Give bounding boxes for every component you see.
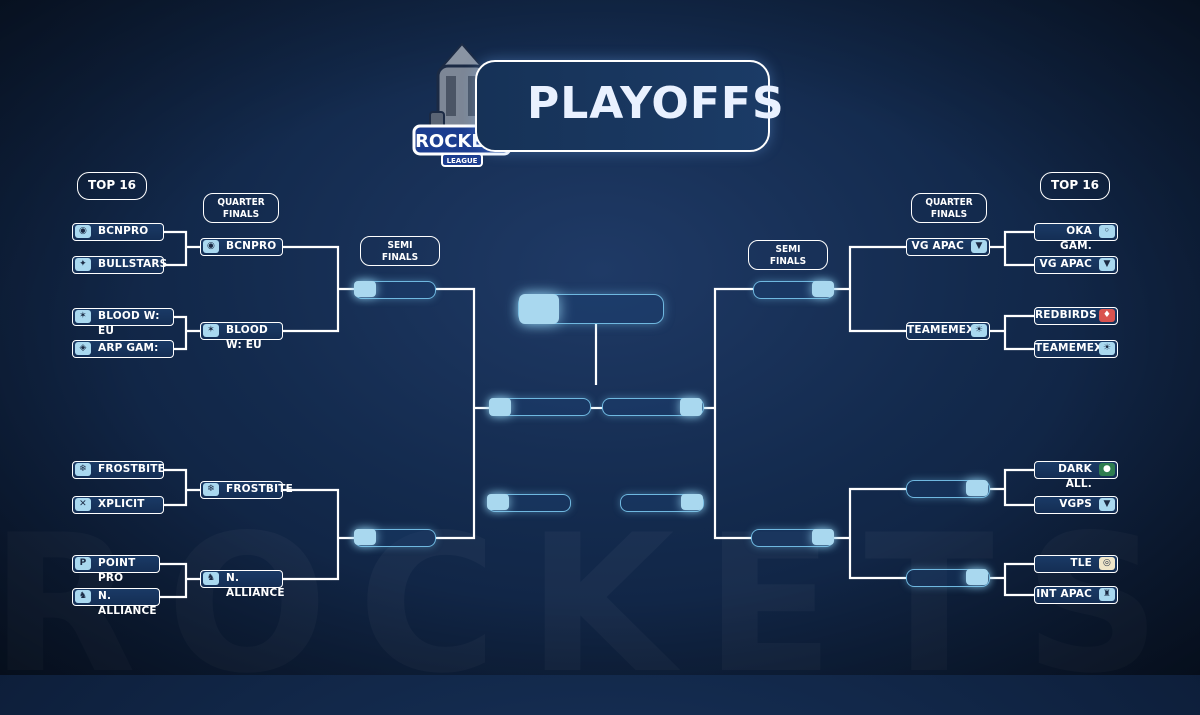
team-slot-left-top16-6[interactable]: ✕ XPLICIT [72, 496, 164, 514]
label-top16-left: TOP 16 [77, 172, 147, 200]
team-slot-left-top16-3[interactable]: ✶ BLOOD W: EU [72, 308, 174, 337]
team-slot-right-top16-2[interactable]: VG APAC ▼ [1034, 256, 1118, 274]
label-quarter-right: QUARTER FINALS [911, 193, 987, 223]
team-logo-icon: ✶ [75, 310, 91, 323]
team-name: DARK ALL. [1058, 463, 1092, 490]
empty-slot-final-right-logo [680, 398, 702, 416]
team-name: POINT PRO [98, 557, 136, 584]
label-semi-right-line1: SEMI [775, 244, 801, 255]
team-logo-icon: ◈ [75, 342, 91, 355]
team-name: TLE [1070, 557, 1092, 569]
team-slot-left-quarter-4[interactable]: ♞ N. ALLIANCE [200, 570, 285, 599]
team-logo-icon: ♞ [75, 590, 91, 603]
logo-subtext: LEAGUE [447, 157, 478, 165]
label-semi-left: SEMI FINALS [360, 236, 440, 266]
team-logo-icon: ✶ [203, 324, 219, 337]
empty-slot-left-semi-2-logo [354, 529, 376, 545]
empty-slot-left-semi-1-logo [354, 281, 376, 297]
team-name: BULLSTARS [98, 258, 168, 270]
empty-slot-right-semi-2-logo [812, 529, 834, 545]
team-logo-icon: ♦ [1099, 309, 1115, 322]
team-name: VG APAC [1039, 258, 1092, 270]
team-name: TEAMEMEX [907, 324, 975, 336]
team-logo-icon: ♞ [203, 572, 219, 585]
team-logo-icon: ❄ [75, 463, 91, 476]
team-name: OKA GAM. [1060, 225, 1092, 252]
title-box [475, 60, 770, 152]
team-name: XPLICIT [98, 498, 145, 510]
page-title: PLAYOFFS [527, 78, 785, 129]
team-slot-right-top16-1[interactable]: OKA GAM. ◦ [1034, 223, 1118, 252]
label-quarter-right-line2: FINALS [930, 209, 968, 220]
team-logo-icon: ◦ [1099, 225, 1115, 238]
label-quarter-left: QUARTER FINALS [203, 193, 279, 223]
team-name: N. ALLIANCE [226, 572, 285, 599]
team-slot-left-top16-8[interactable]: ♞ N. ALLIANCE [72, 588, 160, 617]
team-logo-icon: ♜ [1099, 588, 1115, 601]
label-semi-right-line2: FINALS [769, 256, 807, 267]
team-slot-left-quarter-1[interactable]: ◉ BCNPRO [200, 238, 283, 256]
team-logo-icon: ◉ [75, 225, 91, 238]
team-slot-right-top16-5[interactable]: DARK ALL. ● [1034, 461, 1118, 490]
label-quarter-left-line2: FINALS [222, 209, 260, 220]
team-name: REDBIRDS [1035, 309, 1097, 321]
label-quarter-left-line1: QUARTER [217, 197, 265, 208]
team-logo-icon: ☀ [971, 324, 987, 337]
empty-slot-right-quarter-3-logo [966, 480, 988, 496]
team-slot-left-top16-4[interactable]: ◈ ARP GAM: [72, 340, 174, 358]
label-quarter-right-line1: QUARTER [925, 197, 973, 208]
empty-slot-right-quarter-4-logo [966, 569, 988, 585]
empty-slot-third-right-logo [681, 494, 703, 510]
label-semi-right: SEMI FINALS [748, 240, 828, 270]
team-slot-left-top16-5[interactable]: ❄ FROSTBITE [72, 461, 165, 479]
team-slot-left-top16-2[interactable]: ✦ BULLSTARS [72, 256, 168, 274]
team-slot-right-top16-4[interactable]: TEAMEMEX☀ [1034, 340, 1118, 358]
team-name: ARP GAM: [98, 342, 159, 354]
team-slot-left-top16-1[interactable]: ◉ BCNPRO [72, 223, 164, 241]
bracket-lines [0, 0, 1200, 675]
team-name: INT APAC [1036, 588, 1092, 600]
team-name: BLOOD W: EU [98, 310, 160, 337]
team-name: TEAMEMEX [1035, 342, 1103, 354]
team-logo-icon: ☀ [1099, 342, 1115, 355]
team-slot-right-quarter-1[interactable]: VG APAC ▼ [906, 238, 990, 256]
team-slot-left-top16-7[interactable]: P POINT PRO [72, 555, 160, 584]
label-semi-left-line1: SEMI [387, 240, 413, 251]
team-name: VG APAC [911, 240, 964, 252]
team-logo-icon: ▼ [971, 240, 987, 253]
team-name: N. ALLIANCE [98, 590, 157, 617]
team-slot-right-quarter-2[interactable]: TEAMEMEX☀ [906, 322, 990, 340]
team-name: FROSTBITE [98, 463, 165, 475]
team-slot-left-quarter-2[interactable]: ✶ BLOOD W: EU [200, 322, 283, 351]
team-slot-right-top16-6[interactable]: VGPS ▼ [1034, 496, 1118, 514]
team-logo-icon: P [75, 557, 91, 570]
label-semi-left-line2: FINALS [381, 252, 419, 263]
team-logo-icon: ❄ [203, 483, 219, 496]
empty-slot-final-right[interactable] [602, 398, 704, 416]
label-top16-right: TOP 16 [1040, 172, 1110, 200]
team-slot-right-top16-8[interactable]: INT APAC ♜ [1034, 586, 1118, 604]
team-logo-icon: ◉ [203, 240, 219, 253]
team-logo-icon: ▼ [1099, 258, 1115, 271]
champion-slot-logo [519, 294, 559, 324]
team-logo-icon: ▼ [1099, 498, 1115, 511]
team-slot-right-top16-7[interactable]: TLE ◎ [1034, 555, 1118, 573]
team-name: BCNPRO [98, 225, 149, 237]
team-name: VGPS [1059, 498, 1092, 510]
empty-slot-third-left-logo [487, 494, 509, 510]
empty-slot-right-semi-1-logo [812, 281, 834, 297]
team-name: BLOOD W: EU [226, 324, 268, 351]
team-logo-icon: ✕ [75, 498, 91, 511]
team-name: BCNPRO [226, 240, 277, 252]
team-name: FROSTBITE [226, 483, 293, 495]
team-slot-right-top16-3[interactable]: REDBIRDS♦ [1034, 307, 1118, 325]
team-slot-left-quarter-3[interactable]: ❄ FROSTBITE [200, 481, 293, 499]
team-logo-icon: ● [1099, 463, 1115, 476]
team-logo-icon: ✦ [75, 258, 91, 271]
empty-slot-final-left-logo [489, 398, 511, 416]
team-logo-icon: ◎ [1099, 557, 1115, 570]
